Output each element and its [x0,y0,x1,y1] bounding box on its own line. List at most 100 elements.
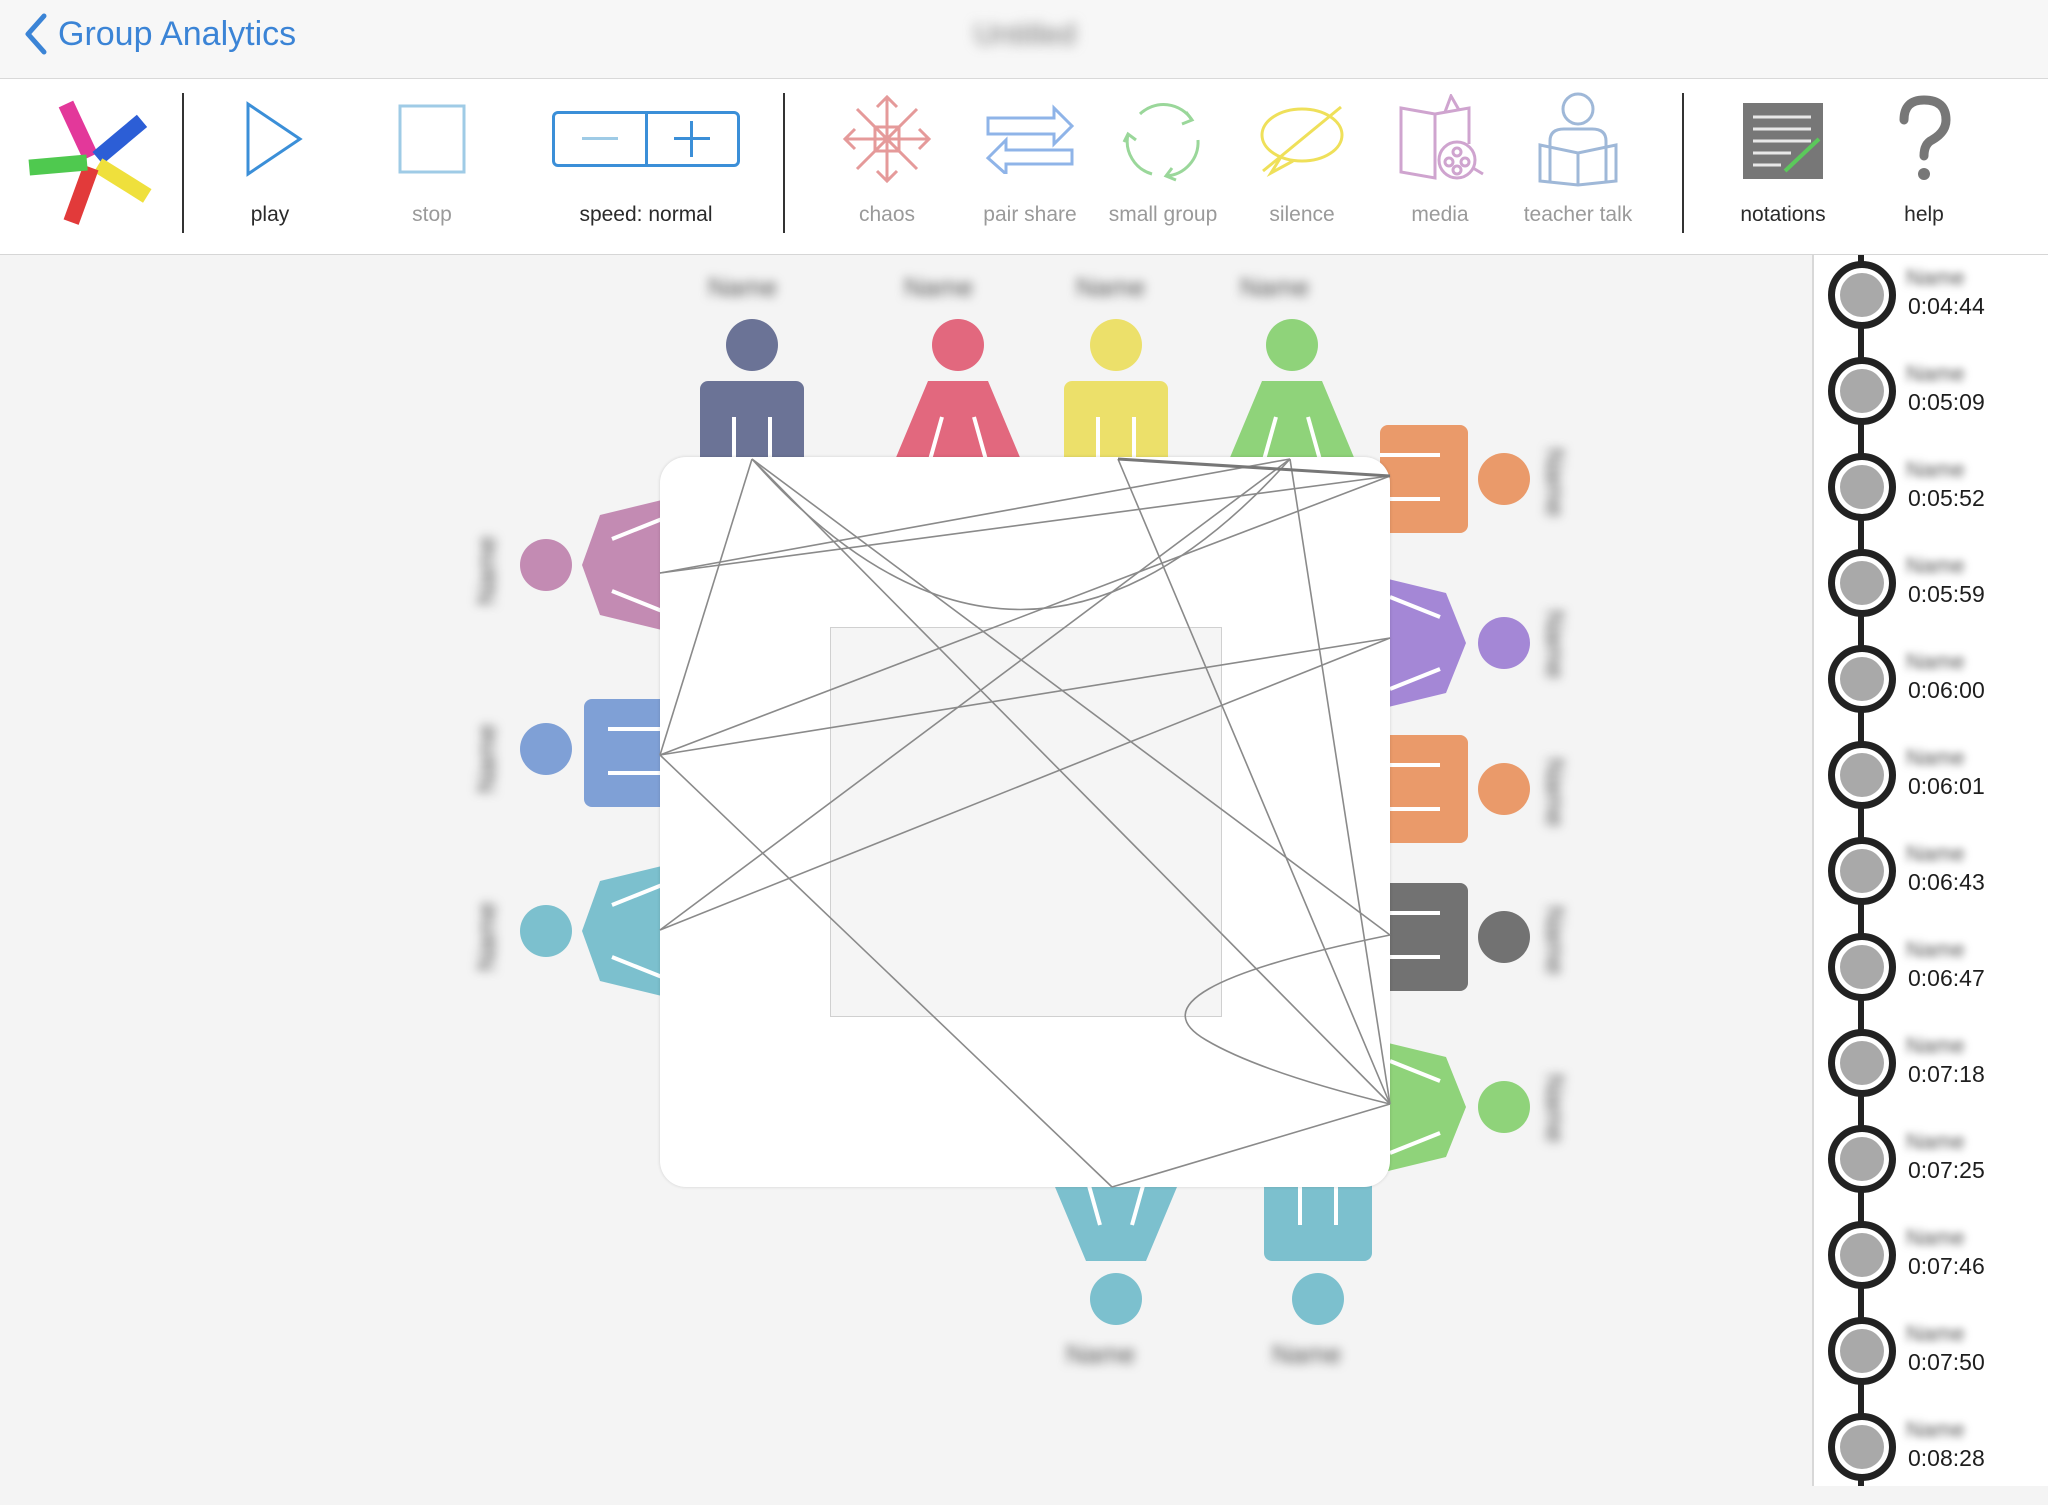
timeline-item[interactable]: Name 0:05:52 [1814,449,2048,545]
toolbar: play stop speed: normal [0,79,2048,255]
seating-chart: Name Name Name Name Name Name Name Name … [0,255,1812,1486]
help-icon [1899,95,1951,180]
timeline-node-icon [1828,1413,1896,1481]
timeline-node-icon [1828,549,1896,617]
timeline-speaker: Name [1906,1033,1965,1058]
timeline-speaker: Name [1906,1225,1965,1250]
timeline-speaker: Name [1906,457,1965,482]
timeline-time: 0:06:01 [1908,773,1985,799]
stop-icon [398,104,466,174]
media-icon [1399,94,1484,180]
page-title: Untitled [974,18,1076,51]
timeline-node-icon [1828,261,1896,329]
person-icon-left-3[interactable] [516,861,676,1001]
play-icon [246,101,303,177]
timeline-speaker: Name [1906,841,1965,866]
nav-bar: Group Analytics Untitled [0,0,2048,79]
timeline-item[interactable]: Name 0:05:59 [1814,545,2048,641]
speed-decrease-button[interactable] [555,114,648,164]
timeline-speaker: Name [1906,1417,1965,1442]
timeline-time: 0:07:50 [1908,1349,1985,1375]
timeline-time: 0:05:52 [1908,485,1985,511]
help-label: help [1904,203,1944,226]
timeline-item[interactable]: Name 0:05:09 [1814,353,2048,449]
person-icon-top-3[interactable] [1060,317,1172,467]
timeline-node-icon [1828,837,1896,905]
teacher-talk-button[interactable]: teacher talk [1518,79,1638,254]
person-icon-right-3[interactable] [1380,735,1540,845]
participant-label: Name [1240,272,1310,302]
person-icon-right-2[interactable] [1380,573,1540,713]
timeline-item[interactable]: Name 0:07:25 [1814,1121,2048,1217]
timeline-node-icon [1828,741,1896,809]
media-label: media [1411,203,1469,226]
toolbar-divider [1682,93,1684,233]
speed-increase-button[interactable] [648,114,738,164]
person-icon-right-4[interactable] [1380,883,1540,993]
timeline-node-icon [1828,645,1896,713]
stop-button[interactable]: stop [382,79,482,254]
chaos-label: chaos [858,203,916,226]
timeline-time: 0:05:09 [1908,389,1985,415]
person-icon-top-1[interactable] [696,317,808,467]
timeline-item[interactable]: Name 0:07:46 [1814,1217,2048,1313]
timeline-item[interactable]: Name 0:06:47 [1814,929,2048,1025]
table-center [830,627,1222,1017]
timeline-time: 0:07:46 [1908,1253,1985,1279]
teacher-talk-label: teacher talk [1523,203,1633,226]
timeline-speaker: Name [1906,649,1965,674]
timeline-speaker: Name [1906,1129,1965,1154]
minus-icon [581,137,618,140]
notations-icon [1743,103,1823,179]
timeline-item[interactable]: Name 0:08:28 [1814,1409,2048,1505]
plus-icon [674,121,711,157]
timeline-speaker: Name [1906,937,1965,962]
person-icon-right-5[interactable] [1380,1037,1540,1177]
person-icon-left-2[interactable] [516,699,676,809]
pair-share-label: pair share [983,203,1077,226]
person-icon-left-1[interactable] [516,495,676,635]
timeline-node-icon [1828,933,1896,1001]
timeline-node-icon [1828,1317,1896,1385]
help-button[interactable]: help [1874,79,1974,254]
pair-share-button[interactable]: pair share [975,79,1085,254]
person-icon-bottom-2[interactable] [1262,1175,1374,1335]
back-label: Group Analytics [58,14,297,53]
silence-label: silence [1269,203,1335,226]
notations-button[interactable]: notations [1728,79,1838,254]
notations-label: notations [1740,203,1826,226]
teacher-talk-icon [1538,92,1618,187]
media-button[interactable]: media [1390,79,1490,254]
chaos-icon [842,94,932,184]
timeline-time: 0:05:59 [1908,581,1985,607]
pair-share-icon [985,104,1075,174]
participant-label: Name [708,272,778,302]
silence-button[interactable]: silence [1252,79,1352,254]
play-button[interactable]: play [220,79,320,254]
timeline-speaker: Name [1906,553,1965,578]
timeline-speaker: Name [1906,361,1965,386]
silence-icon [1260,105,1344,178]
timeline-node-icon [1828,453,1896,521]
timeline-time: 0:07:25 [1908,1157,1985,1183]
person-icon-right-1[interactable] [1380,425,1540,535]
timeline-time: 0:08:28 [1908,1445,1985,1471]
participant-label: Name [1066,1339,1136,1369]
participant-label: Name [1076,272,1146,302]
speed-control: speed: normal [546,79,746,254]
small-group-button[interactable]: small group [1108,79,1218,254]
timeline-time: 0:06:47 [1908,965,1985,991]
stop-label: stop [412,203,452,226]
timeline-node-icon [1828,1029,1896,1097]
chaos-button[interactable]: chaos [837,79,937,254]
small-group-label: small group [1108,203,1218,226]
back-button[interactable]: Group Analytics [22,12,296,56]
